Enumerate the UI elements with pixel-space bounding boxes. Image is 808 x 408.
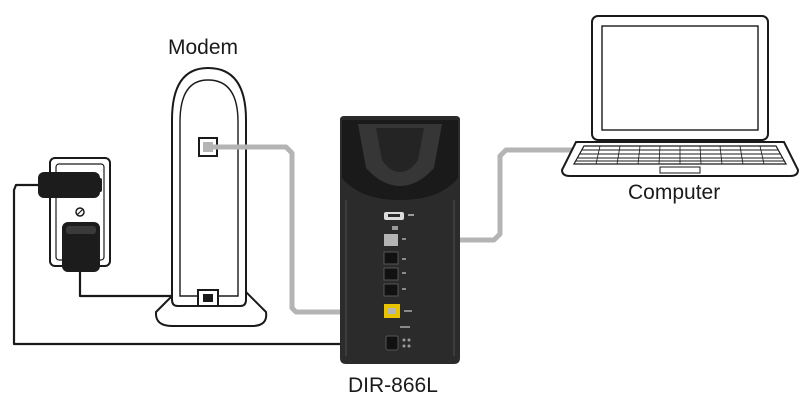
modem-label: Modem [168,36,239,59]
ethernet-cables [210,144,575,315]
power-cables [12,183,392,346]
power-adapter-icon [38,172,102,272]
computer-label: Computer [628,181,721,204]
router-icon [340,116,460,364]
laptop-icon [560,15,800,177]
router-label: DIR-866L [348,374,438,397]
modem-icon [154,66,268,327]
